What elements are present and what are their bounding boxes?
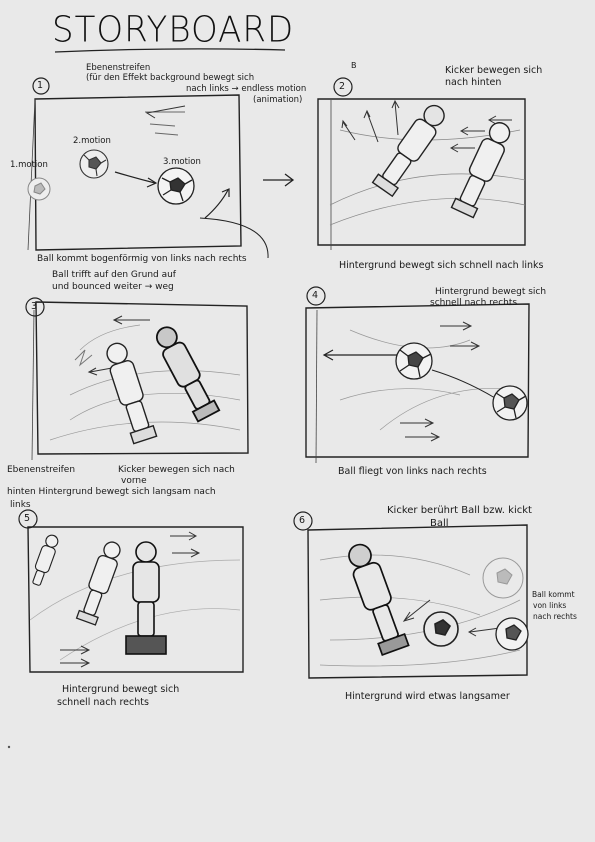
panel-1-caption-2: Ball trifft auf den Grund auf: [52, 270, 176, 280]
panel-1-note-1: Ebenenstreifen: [86, 63, 151, 73]
panel-4-note-2: schnell nach rechts: [430, 298, 518, 308]
panel-6-note-1: Kicker berührt Ball bzw. kickt: [387, 505, 532, 516]
panel-6-number-circle: [293, 511, 313, 531]
panel-5-caption-1: Hintergrund bewegt sich: [62, 684, 180, 695]
panel-4-number-circle: [306, 286, 326, 306]
kicker-figure: [32, 534, 59, 586]
panel-1-note-3: nach links → endless motion: [186, 84, 307, 94]
panel-2-note-2: nach hinten: [445, 77, 502, 88]
label-motion-2: 2.motion: [73, 136, 111, 146]
kicker-figure: [371, 104, 445, 198]
panel-3-caption-5: vorne: [121, 476, 147, 486]
soccer-ball: [482, 557, 524, 599]
panel-4-number: 4: [312, 290, 319, 301]
kicker-figure: [450, 122, 511, 219]
soccer-ball: [395, 342, 433, 380]
page-title: STORYBOARD: [52, 9, 295, 51]
panel-6-note-3: Ball kommt: [532, 590, 575, 599]
panel-2-number: 2: [339, 81, 346, 92]
panel-1-number-circle: [32, 77, 50, 95]
panel-2-number-circle: [333, 77, 353, 97]
panel-1-number: 1: [37, 80, 44, 91]
panel-6-number: 6: [299, 515, 306, 526]
panel-2-note-1: Kicker bewegen sich: [445, 65, 543, 76]
soccer-ball: [495, 617, 529, 651]
panel-1-note-4: (animation): [253, 95, 303, 105]
panel-1-caption-1: Ball kommt bogenförmig von links nach re…: [37, 254, 247, 264]
ball-motion-2: [79, 149, 109, 179]
panel-3-number-circle: [25, 297, 45, 317]
panel-2-caption-1: Hintergrund bewegt sich schnell nach lin…: [339, 260, 544, 271]
panel-3-caption-2: hinten Hintergrund bewegt sich langsam n…: [7, 487, 216, 497]
panel-1-caption-3: und bounced weiter → weg: [52, 282, 174, 292]
panel-3-caption-4: Kicker bewegen sich nach: [118, 465, 235, 475]
panel-3-caption-1: Ebenenstreifen: [7, 465, 76, 475]
label-motion-1: 1.motion: [10, 160, 48, 170]
panel-4-note-1: Hintergrund bewegt sich: [435, 287, 547, 297]
kicker-figure: [348, 543, 410, 657]
panel-1-note-2: (für den Effekt background bewegt sich: [86, 73, 255, 83]
panel-6-caption-1: Hintergrund wird etwas langsamer: [345, 691, 510, 702]
panel-4-caption-1: Ball fliegt von links nach rechts: [338, 466, 487, 477]
panel-6-note-5: nach rechts: [533, 612, 577, 621]
kicker-figure: [75, 541, 121, 626]
panel-6-note-4: von links: [533, 601, 567, 610]
panel-2-marker: B: [351, 61, 357, 70]
panel-5-caption-2: schnell nach rechts: [57, 697, 149, 708]
panel-6-note-2: Ball: [430, 518, 449, 529]
kicker-figure: [106, 342, 158, 445]
kicker-figure: [125, 541, 167, 655]
ball-motion-1: [27, 177, 51, 201]
panel-3-number: 3: [31, 301, 38, 312]
label-motion-3: 3.motion: [163, 157, 201, 167]
ball-motion-3: [157, 167, 195, 205]
panel-3-caption-3: links: [10, 500, 31, 510]
panel-5-number-circle: [18, 509, 38, 529]
kicker-figure: [155, 326, 221, 423]
soccer-ball: [423, 611, 459, 647]
panel-5-number: 5: [24, 513, 31, 524]
soccer-ball: [492, 385, 528, 421]
